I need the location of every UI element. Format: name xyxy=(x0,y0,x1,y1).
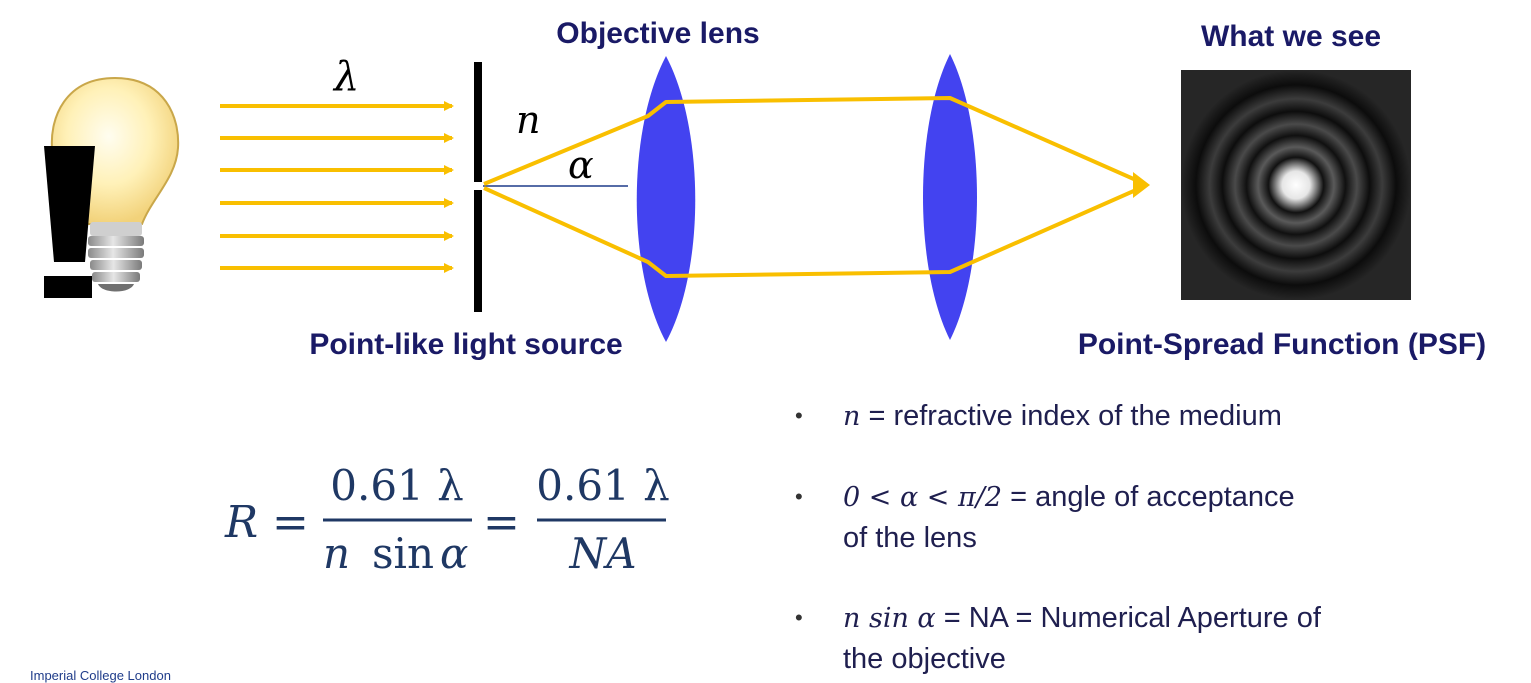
eq-numerator-1: 0.61 λ xyxy=(330,461,464,510)
second-lens xyxy=(923,54,977,340)
bullet-continuation: of the lens xyxy=(843,522,977,554)
bullet-dot: • xyxy=(795,605,803,630)
eq-denominator-2: NA xyxy=(568,529,636,578)
bullet-math: 0 < α < π/2 xyxy=(843,482,1003,513)
eq-equals-1: = xyxy=(272,497,309,548)
objective-lens xyxy=(636,56,696,342)
eq-lhs: R xyxy=(224,497,258,548)
eq-denominator-1-sin: sin xyxy=(372,529,434,578)
n-symbol: n xyxy=(516,98,540,142)
eq-equals-2: = xyxy=(483,497,520,548)
alpha-symbol: α xyxy=(568,143,594,187)
bullet-math: n sin α xyxy=(843,603,936,634)
bullet-continuation: the objective xyxy=(843,643,1006,675)
bullet-text: = angle of acceptance xyxy=(1002,481,1295,513)
focus-arrowhead xyxy=(1133,172,1150,198)
bullet-dot: • xyxy=(795,484,803,509)
bullet-dot: • xyxy=(795,403,803,428)
objective-lens-title: Objective lens xyxy=(556,17,759,50)
bullet-text: = refractive index of the medium xyxy=(860,400,1282,432)
eq-denominator-1-n: n xyxy=(323,529,350,578)
what-we-see-title: What we see xyxy=(1201,20,1381,53)
eq-denominator-1-alpha: α xyxy=(440,529,468,578)
resolution-equation: R = 0.61 λ n sin α = 0.61 λ NA xyxy=(224,461,670,578)
point-source-label: Point-like light source xyxy=(309,328,622,361)
psf-label: Point-Spread Function (PSF) xyxy=(1078,328,1486,361)
lambda-symbol: λ xyxy=(332,54,359,100)
definition-list: • n = refractive index of the medium • 0… xyxy=(795,396,1515,679)
bullet-text: = NA = Numerical Aperture of xyxy=(935,602,1321,634)
bullet-acceptance-angle: • 0 < α < π/2 = angle of acceptance of t… xyxy=(795,477,1515,558)
exclamation-icon xyxy=(44,146,95,298)
footer-institution: Imperial College London xyxy=(30,668,171,683)
incoming-rays xyxy=(220,101,454,273)
ray-path xyxy=(483,96,1146,278)
pinhole-slit xyxy=(474,62,482,312)
eq-numerator-2: 0.61 λ xyxy=(536,461,670,510)
bullet-refractive-index: • n = refractive index of the medium xyxy=(795,396,1515,437)
bullet-numerical-aperture: • n sin α = NA = Numerical Aperture of t… xyxy=(795,598,1515,679)
bullet-math: n xyxy=(843,401,861,432)
psf-image xyxy=(1181,70,1411,300)
